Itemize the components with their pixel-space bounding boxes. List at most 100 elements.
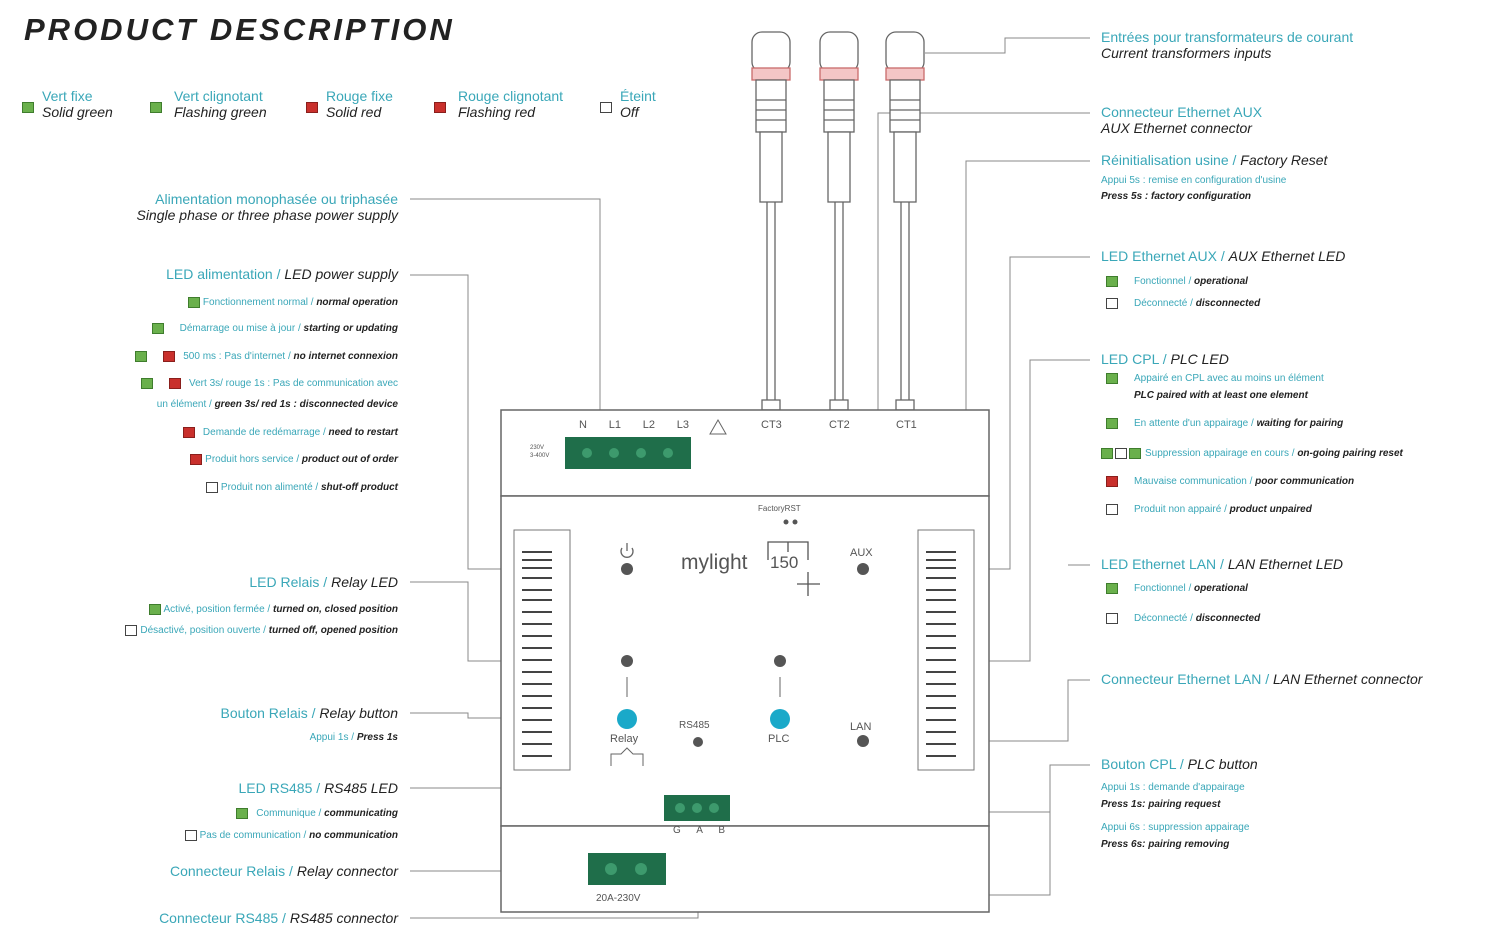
ct2-label: CT2: [829, 419, 850, 431]
lan-led: [857, 735, 869, 747]
solid-green-icon: [187, 297, 200, 308]
plc-led-item-1: En attente d'un appairage / waiting for …: [1106, 418, 1343, 429]
plc-led-item-2: Suppression appairage en cours / on-goin…: [1101, 448, 1403, 459]
lan-connector-annotation: Connecteur Ethernet LAN / LAN Ethernet c…: [1101, 671, 1423, 687]
ct1-label: CT1: [896, 419, 917, 431]
power-led: [621, 563, 633, 575]
ct3-cable: [751, 31, 791, 411]
plc-led-item-0: Appairé en CPL avec au moins un élément …: [1106, 373, 1324, 401]
solid-green-icon: [135, 351, 148, 362]
led-power-item-2: 500 ms : Pas d'internet / no internet co…: [135, 351, 398, 362]
flashing-green-icon: [151, 323, 164, 334]
leader-ct-inputs: [925, 37, 1090, 54]
ct1-cable: [885, 31, 925, 411]
relay-terminal: [588, 853, 666, 885]
aux-led: [857, 563, 869, 575]
warning-icon: [709, 418, 727, 435]
device-body: [500, 409, 990, 913]
led-power-item-0: Fonctionnement normal / normal operation: [187, 297, 398, 308]
gab-labels: G A B: [673, 825, 725, 836]
rs485-connector-annotation: Connecteur RS485 / RS485 connector: [159, 910, 398, 926]
relay-button-annotation: Bouton Relais / Relay button Appui 1s / …: [220, 705, 398, 743]
factory-reset-annotation: Réinitialisation usine / Factory Reset A…: [1101, 152, 1328, 202]
solid-green-icon: [1129, 448, 1141, 459]
power-icon: [620, 543, 634, 558]
solid-red-icon: [190, 454, 203, 465]
plc-button: [770, 709, 790, 729]
solid-green-icon: [141, 378, 153, 389]
rs485-led-item-1: Pas de communication / no communication: [184, 830, 398, 841]
flashing-green-icon: [1106, 583, 1118, 594]
off-icon: [125, 625, 138, 636]
lan-led-heading: LED Ethernet LAN / LAN Ethernet LED: [1101, 556, 1344, 572]
led-power-item-4: un élément / green 3s/ red 1s : disconne…: [156, 399, 398, 410]
ct-cables: [751, 31, 925, 411]
logo-number: 150: [770, 553, 799, 572]
solid-red-icon: [1106, 476, 1118, 487]
relay-symbol-icon: [610, 747, 644, 766]
relay-led-item-0: Activé, position fermée / turned on, clo…: [148, 604, 398, 615]
off-icon: [1106, 504, 1118, 515]
logo: mylight: [681, 551, 748, 574]
aux-label: AUX: [850, 547, 873, 559]
solid-green-icon: [1106, 373, 1118, 384]
solid-green-icon: [22, 102, 34, 113]
led-power-heading: LED alimentation / LED power supply: [166, 266, 398, 282]
relay-connector-annotation: Connecteur Relais / Relay connector: [169, 863, 398, 879]
rs485-led-heading: LED RS485 / RS485 LED: [238, 780, 398, 796]
logo-frame-icon: [767, 541, 820, 596]
page-title: PRODUCT DESCRIPTION: [24, 12, 455, 47]
flashing-green-icon: [1106, 418, 1118, 429]
aux-led-heading: LED Ethernet AUX / AUX Ethernet LED: [1101, 248, 1346, 264]
ct-inputs-annotation: Entrées pour transformateurs de courant …: [1101, 29, 1354, 61]
rs485-label: RS485: [679, 720, 710, 731]
rs485-led: [693, 737, 703, 747]
leader-aux-connector: [877, 112, 1090, 490]
flashing-green-icon: [236, 808, 249, 819]
flashing-red-icon: [434, 102, 446, 113]
off-icon: [184, 830, 197, 841]
aux-led-item-0: Fonctionnel / operational: [1106, 276, 1248, 287]
flashing-red-icon: [182, 427, 195, 438]
plc-led-item-4: Produit non appairé / product unpaired: [1106, 504, 1312, 515]
led-power-item-1: Démarrage ou mise à jour / starting or u…: [151, 323, 398, 334]
flashing-green-icon: [150, 102, 162, 113]
aux-led-item-1: Déconnecté / disconnected: [1106, 298, 1260, 309]
relay-rating-label: 20A-230V: [596, 893, 641, 904]
off-icon: [600, 102, 612, 113]
relay-button: [617, 709, 637, 729]
solid-red-icon: [306, 102, 318, 113]
flashing-green-icon: [1106, 276, 1118, 287]
led-power-item-7: Produit non alimenté / shut-off product: [205, 482, 398, 493]
voltage-label: 230V 3-400V: [530, 445, 550, 459]
factory-reset-hole: [783, 519, 789, 525]
plc-label: PLC: [768, 733, 790, 745]
plc-button-annotation: Bouton CPL / PLC button Appui 1s : deman…: [1101, 756, 1258, 850]
rs485-led-item-0: Communique / communicating: [236, 808, 398, 819]
barcode-left: [513, 529, 571, 771]
aux-connector-annotation: Connecteur Ethernet AUX AUX Ethernet con…: [1101, 104, 1263, 136]
ct2-cable: [819, 31, 859, 411]
led-power-item-6: Produit hors service / product out of or…: [190, 454, 398, 465]
relay-led-heading: LED Relais / Relay LED: [249, 574, 398, 590]
off-icon: [1106, 613, 1118, 624]
factory-reset-label: FactoryRST: [758, 504, 801, 513]
off-icon: [1106, 298, 1118, 309]
off-icon: [1115, 448, 1127, 459]
lan-label: LAN: [850, 721, 872, 733]
power-supply-annotation: Alimentation monophasée ou triphasée Sin…: [136, 191, 398, 223]
led-power-item-3: Vert 3s/ rouge 1s : Pas de communication…: [141, 378, 398, 389]
flashing-red-icon: [163, 351, 176, 362]
plc-led-item-3: Mauvaise communication / poor communicat…: [1106, 476, 1354, 487]
off-icon: [205, 482, 218, 493]
ct3-label: CT3: [761, 419, 782, 431]
relay-label: Relay: [610, 733, 639, 745]
lan-led-item-1: Déconnecté / disconnected: [1106, 613, 1260, 624]
solid-green-icon: [148, 604, 161, 615]
leader-power-supply: [410, 198, 601, 415]
led-power-item-5: Demande de redémarrage / need to restart: [182, 427, 398, 438]
